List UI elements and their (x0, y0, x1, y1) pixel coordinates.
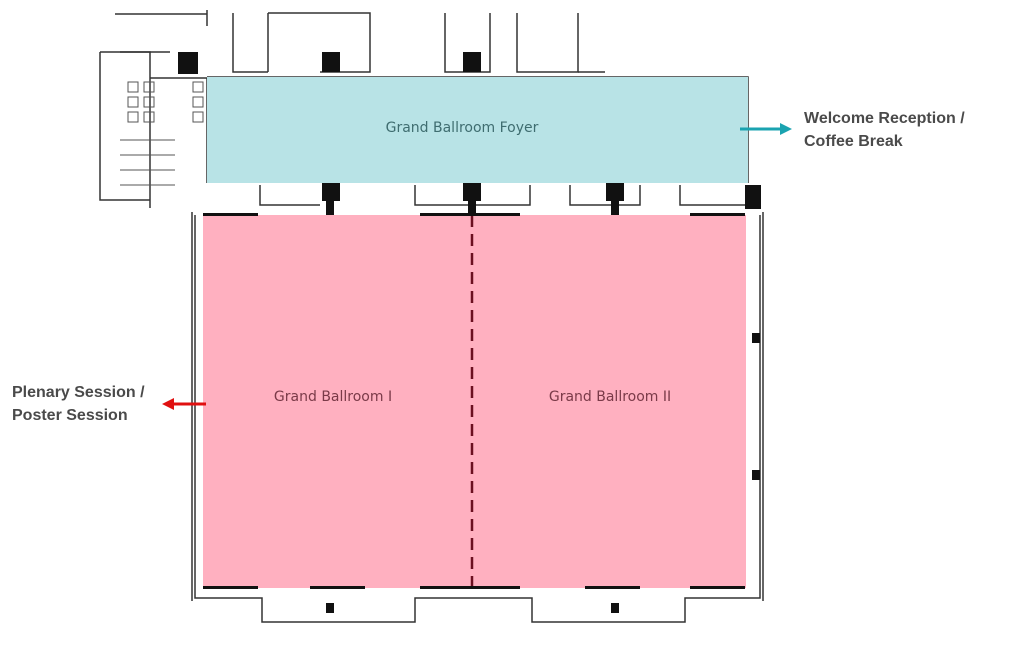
restroom-fixtures (120, 81, 204, 186)
welcome-callout-line2: Coffee Break (804, 133, 903, 150)
ballroom-1-label: Grand Ballroom I (273, 389, 393, 405)
foyer-area (207, 77, 748, 183)
plenary-callout-line1: Plenary Session / (12, 384, 145, 401)
ballroom-2-label: Grand Ballroom II (548, 389, 672, 405)
welcome-arrow (740, 123, 792, 135)
foyer-label: Grand Ballroom Foyer (385, 120, 539, 136)
plenary-callout: Plenary Session / Poster Session (12, 381, 145, 427)
welcome-callout: Welcome Reception / Coffee Break (804, 107, 965, 153)
plenary-arrow (162, 398, 206, 410)
plenary-callout-line2: Poster Session (12, 407, 128, 424)
wall-panels (203, 213, 745, 589)
ballroom-1-area (203, 215, 472, 588)
welcome-callout-line1: Welcome Reception / (804, 110, 965, 127)
columns (178, 52, 761, 613)
ballroom-2-area (472, 215, 746, 588)
